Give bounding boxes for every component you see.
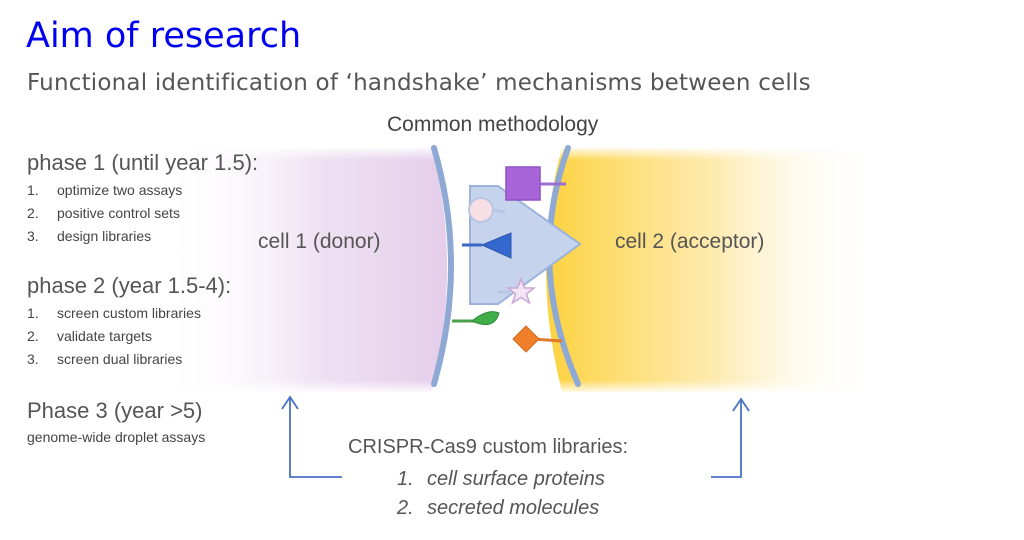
phase-3-block: Phase 3 (year >5) genome-wide droplet as… — [27, 398, 205, 449]
list-item: 3.design libraries — [27, 228, 152, 244]
donor-membrane — [431, 145, 454, 387]
phase-3-item: genome-wide droplet assays — [27, 429, 206, 445]
circle-ligand-icon — [468, 197, 494, 223]
phase-heading: phase 1 (until year 1.5): — [27, 150, 259, 175]
phase-heading: Phase 3 (year >5) — [27, 398, 203, 423]
list-item: 2.validate targets — [27, 328, 152, 344]
square-receptor-icon — [505, 166, 541, 201]
leaf-ligand-icon — [471, 311, 500, 326]
list-item: 1.screen custom libraries — [27, 305, 201, 321]
list-item: 3.screen dual libraries — [27, 351, 183, 367]
methodology-label: Common methodology — [387, 113, 599, 136]
phase-1-block: phase 1 (until year 1.5): 1.optimize two… — [27, 150, 258, 248]
acceptor-cell-label: cell 2 (acceptor) — [615, 230, 765, 253]
phase-2-list: 1.screen custom libraries 2.validate tar… — [27, 302, 231, 371]
page-subtitle: Functional identification of ‘handshake’… — [27, 70, 811, 96]
library-item: 1.cell surface proteins — [397, 468, 605, 490]
star-ligand-icon — [505, 276, 537, 305]
handshake-arrow-shape — [469, 185, 582, 305]
left-up-arrow — [289, 398, 342, 478]
library-item: 2.secreted molecules — [397, 497, 600, 519]
donor-cell-region — [160, 148, 447, 392]
phase-heading: phase 2 (year 1.5-4): — [27, 273, 232, 298]
right-up-arrow — [711, 400, 742, 478]
libraries-heading: CRISPR-Cas9 custom libraries: — [348, 436, 629, 458]
phase-2-block: phase 2 (year 1.5-4): 1.screen custom li… — [27, 273, 231, 371]
phase-1-list: 1.optimize two assays 2.positive control… — [27, 179, 258, 248]
diamond-ligand-icon — [512, 325, 540, 353]
donor-cell-label: cell 1 (donor) — [258, 230, 381, 253]
cone-receptor-icon — [480, 232, 512, 259]
acceptor-cell-region — [546, 148, 880, 392]
list-item: 2.positive control sets — [27, 205, 180, 221]
list-item: 1.optimize two assays — [27, 182, 183, 198]
page-title: Aim of research — [26, 16, 302, 56]
